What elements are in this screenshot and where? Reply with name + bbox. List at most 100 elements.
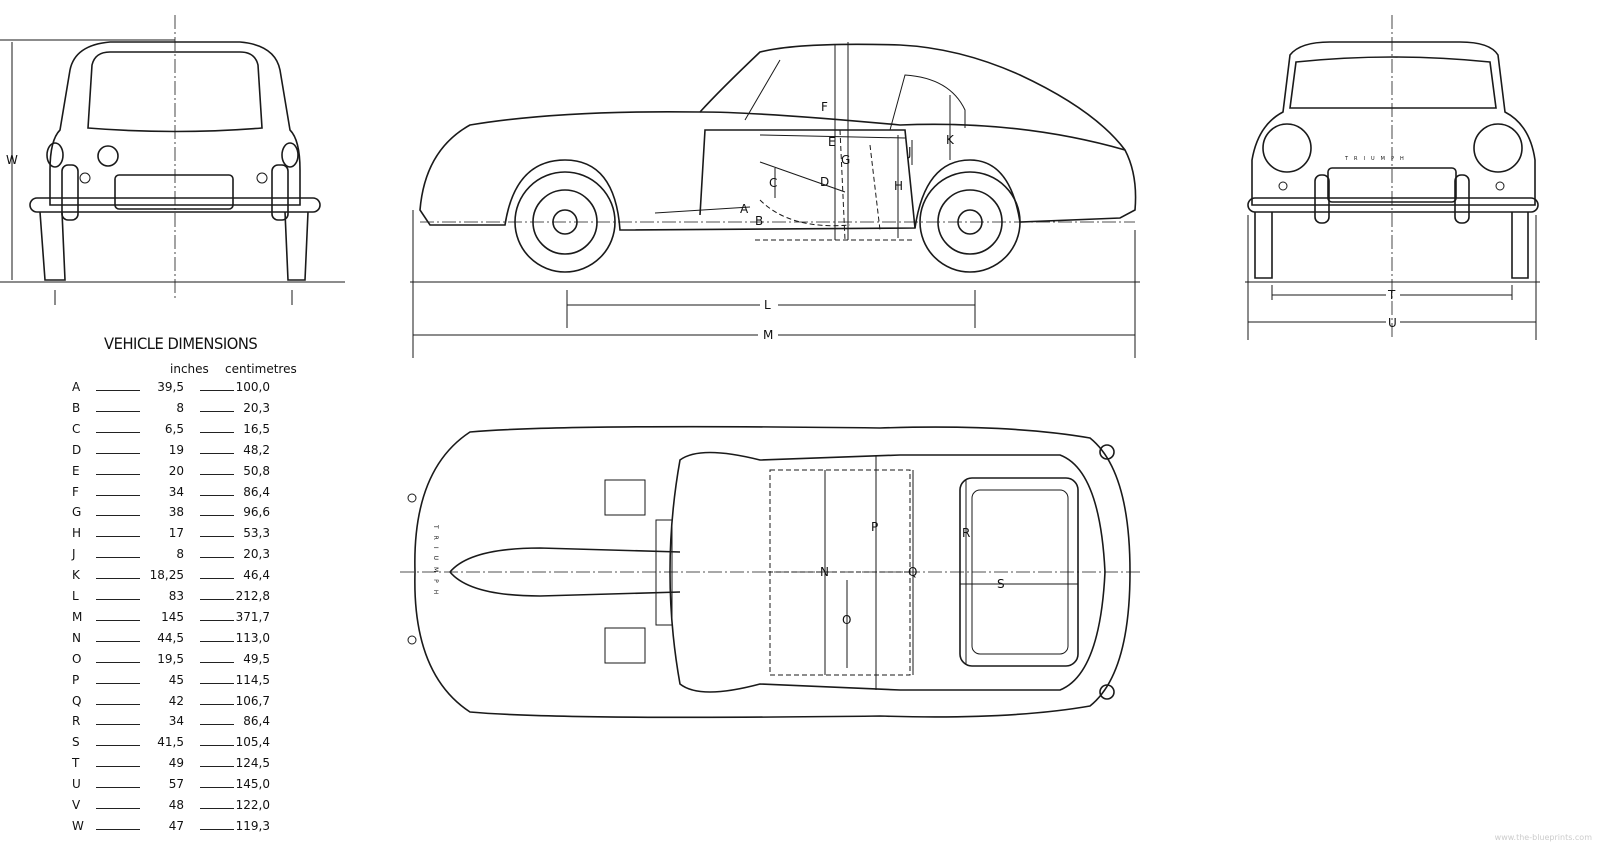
dimension-key: K — [72, 568, 80, 583]
leader-line — [200, 682, 234, 684]
front-badge: TRIUMPH — [1344, 156, 1410, 162]
dimension-key: W — [72, 818, 84, 833]
leader-line — [96, 536, 140, 538]
col-header-cm: centimetres — [225, 362, 297, 376]
leader-line — [200, 452, 234, 454]
dim-label-t: T — [1387, 288, 1396, 302]
leader-line — [200, 828, 234, 830]
leader-line — [200, 766, 234, 768]
dimension-key: M — [72, 609, 83, 624]
leader-line — [96, 410, 140, 412]
leader-line — [96, 787, 140, 789]
leader-line — [200, 390, 234, 391]
leader-line — [200, 494, 234, 496]
dimension-key: O — [72, 651, 82, 666]
col-header-inches: inches — [170, 362, 209, 376]
leader-line — [200, 619, 234, 621]
dim-label-p: P — [871, 520, 878, 534]
table-row: A 39,5 100,0 — [60, 380, 310, 400]
dimension-inches: 83 — [168, 589, 184, 603]
dimension-inches: 39,5 — [157, 380, 184, 394]
leader-line — [96, 682, 140, 684]
dimension-cm: 212,8 — [235, 589, 270, 603]
leader-line — [200, 536, 234, 538]
dimension-key: E — [72, 463, 80, 478]
dim-label-c: C — [769, 176, 777, 190]
dimension-cm: 106,7 — [235, 693, 270, 708]
watermark: www.the-blueprints.com — [1494, 833, 1592, 842]
dimension-inches: 20 — [168, 463, 184, 478]
leader-line — [96, 724, 140, 726]
leader-line — [200, 599, 234, 600]
dim-label-l: L — [764, 298, 771, 312]
leader-line — [96, 578, 140, 580]
dimension-cm: 124,5 — [235, 756, 270, 771]
dimension-key: U — [72, 777, 81, 792]
leader-line — [96, 640, 140, 642]
dimension-cm: 100,0 — [235, 380, 270, 394]
dimension-cm: 20,3 — [243, 547, 270, 562]
dim-label-r: R — [962, 526, 970, 540]
dimension-inches: 49 — [168, 756, 184, 771]
dimension-cm: 119,3 — [235, 818, 270, 833]
dimension-key: C — [72, 421, 81, 436]
dimension-inches: 34 — [168, 714, 184, 729]
leader-line — [200, 431, 234, 433]
dimension-key: B — [72, 400, 81, 415]
leader-line — [200, 557, 234, 559]
dimension-cm: 122,0 — [235, 798, 270, 812]
dimension-cm: 86,4 — [243, 484, 270, 499]
dimension-key: J — [72, 547, 76, 562]
dimension-inches: 17 — [168, 526, 184, 541]
dimension-inches: 44,5 — [157, 630, 184, 645]
leader-line — [96, 599, 140, 600]
dim-label-o: O — [842, 613, 851, 627]
dim-label-g: G — [841, 153, 850, 167]
leader-line — [200, 745, 234, 747]
leader-line — [96, 661, 140, 663]
dimension-inches: 6,5 — [164, 421, 184, 436]
dimension-key: L — [72, 589, 79, 603]
leader-line — [200, 640, 234, 642]
dim-label-h: H — [894, 179, 903, 193]
leader-line — [200, 410, 234, 412]
dimension-key: P — [72, 672, 80, 687]
dim-label-w: W — [6, 153, 18, 167]
leader-line — [200, 724, 234, 726]
leader-line — [200, 661, 234, 663]
leader-line — [200, 787, 234, 789]
dimension-cm: 145,0 — [235, 777, 270, 792]
dimension-inches: 18,25 — [149, 568, 184, 583]
leader-line — [200, 578, 234, 580]
dimension-key: A — [72, 380, 81, 394]
leader-line — [200, 703, 234, 705]
dimension-inches: 47 — [168, 818, 184, 833]
dimension-key: T — [72, 756, 80, 771]
dimension-key: V — [72, 798, 81, 812]
dimension-key: Q — [72, 693, 82, 708]
dim-label-d: D — [820, 175, 829, 189]
dimension-inches: 19 — [168, 442, 184, 457]
dim-label-e: E — [828, 135, 836, 149]
dimension-key: N — [72, 630, 81, 645]
dim-label-m: M — [763, 328, 773, 342]
leader-line — [200, 515, 234, 517]
dim-label-j: J — [907, 145, 912, 159]
dimension-cm: 371,7 — [235, 609, 270, 624]
side-view: A B C D E F G H J K L M — [410, 42, 1140, 358]
dimension-cm: 16,5 — [243, 421, 270, 436]
leader-line — [96, 515, 140, 517]
dimension-inches: 34 — [168, 484, 184, 499]
